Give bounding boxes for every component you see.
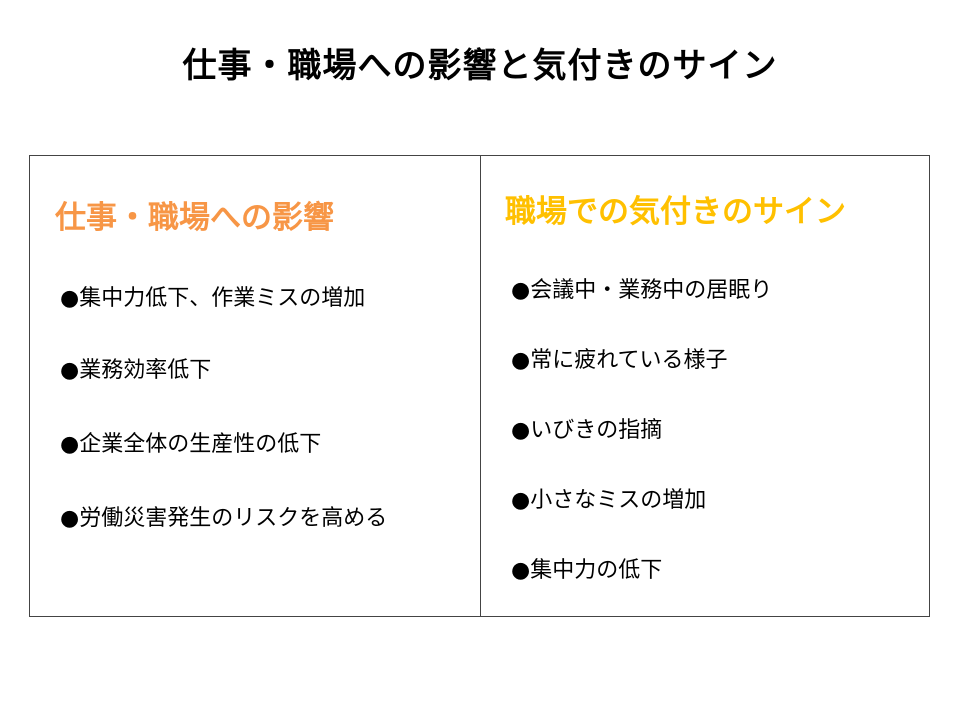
list-item: ●会議中・業務中の居眠り bbox=[511, 278, 773, 303]
list-item: ●企業全体の生産性の低下 bbox=[60, 432, 322, 457]
list-item: ●業務効率低下 bbox=[60, 358, 212, 383]
list-item: ●労働災害発生のリスクを高める bbox=[60, 506, 388, 531]
list-item: ●いびきの指摘 bbox=[511, 418, 663, 443]
list-item: ●常に疲れている様子 bbox=[511, 348, 728, 373]
list-item: ●小さなミスの増加 bbox=[511, 488, 707, 513]
signs-column: 職場での気付きのサイン ●会議中・業務中の居眠り ●常に疲れている様子 ●いびき… bbox=[481, 156, 931, 616]
slide-title: 仕事・職場への影響と気付きのサイン bbox=[182, 46, 778, 86]
list-item: ●集中力の低下 bbox=[511, 558, 663, 583]
signs-heading: 職場での気付きのサイン bbox=[505, 194, 846, 230]
impact-column: 仕事・職場への影響 ●集中力低下、作業ミスの増加 ●業務効率低下 ●企業全体の生… bbox=[30, 156, 481, 616]
list-item: ●集中力低下、作業ミスの増加 bbox=[60, 286, 366, 311]
comparison-table: 仕事・職場への影響 ●集中力低下、作業ミスの増加 ●業務効率低下 ●企業全体の生… bbox=[29, 155, 930, 617]
impact-heading: 仕事・職場への影響 bbox=[55, 200, 334, 236]
